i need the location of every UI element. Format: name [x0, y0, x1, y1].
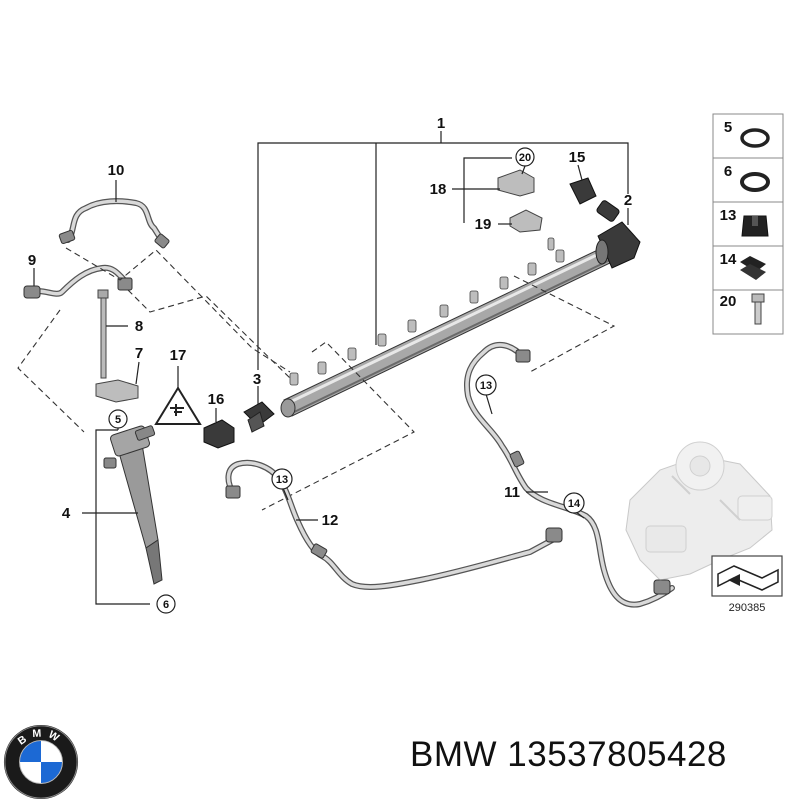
label-16: 16 — [208, 391, 225, 408]
label-7: 7 — [135, 345, 143, 362]
clamp-7 — [95, 379, 139, 403]
high-pressure-pump — [625, 441, 773, 581]
label-8: 8 — [135, 318, 143, 335]
legend-14: 14 — [720, 251, 737, 268]
fuel-rail — [280, 237, 613, 418]
seal-16 — [203, 419, 235, 449]
label-18: 18 — [430, 181, 447, 198]
reference-number: 290385 — [729, 602, 766, 614]
legend-6: 6 — [724, 163, 732, 180]
warning-triangle-icon — [154, 386, 202, 425]
svg-text:5: 5 — [115, 414, 121, 426]
part-number: 13537805428 — [507, 735, 727, 774]
label-17: 17 — [170, 347, 187, 364]
legend-13: 13 — [720, 207, 737, 224]
bolt-8 — [97, 289, 109, 379]
legend-box: 5 6 13 14 20 — [712, 113, 784, 335]
label-11: 11 — [504, 484, 520, 501]
pipe-9 — [23, 264, 133, 299]
circle-6: 6 — [156, 594, 176, 614]
label-10: 10 — [108, 162, 125, 179]
label-15: 15 — [569, 149, 586, 166]
label-1: 1 — [437, 115, 445, 132]
label-3: 3 — [253, 371, 261, 388]
circle-5: 5 — [108, 409, 128, 429]
legend-20: 20 — [720, 293, 737, 310]
svg-text:20: 20 — [519, 152, 531, 164]
circle-13-lower: 13 — [271, 468, 293, 490]
bracket-19 — [509, 209, 543, 233]
label-2: 2 — [624, 192, 632, 209]
bmw-logo: BMW — [2, 723, 80, 801]
label-4: 4 — [62, 505, 71, 522]
connector-15 — [569, 164, 597, 205]
injector-4 — [103, 425, 163, 585]
svg-text:13: 13 — [276, 474, 288, 486]
label-19: 19 — [475, 216, 492, 233]
pressure-valve — [595, 200, 641, 269]
part-caption: BMW 13537805428 — [410, 735, 727, 775]
bracket-18 — [497, 169, 535, 197]
pressure-limiter-3 — [243, 401, 275, 433]
svg-text:14: 14 — [568, 498, 581, 510]
svg-text:6: 6 — [163, 599, 169, 611]
svg-text:13: 13 — [480, 380, 492, 392]
label-9: 9 — [28, 252, 36, 269]
circle-14: 14 — [563, 492, 585, 514]
callout-1 — [257, 131, 629, 370]
circle-20: 20 — [515, 147, 535, 167]
pipe-11 — [464, 341, 675, 608]
pipe-10 — [58, 198, 170, 249]
legend-5: 5 — [724, 119, 732, 136]
reference-box — [711, 555, 783, 597]
circle-13-upper: 13 — [475, 374, 497, 396]
pipe-12 — [225, 459, 563, 590]
label-12: 12 — [322, 512, 339, 529]
brand-name: BMW — [410, 735, 498, 774]
